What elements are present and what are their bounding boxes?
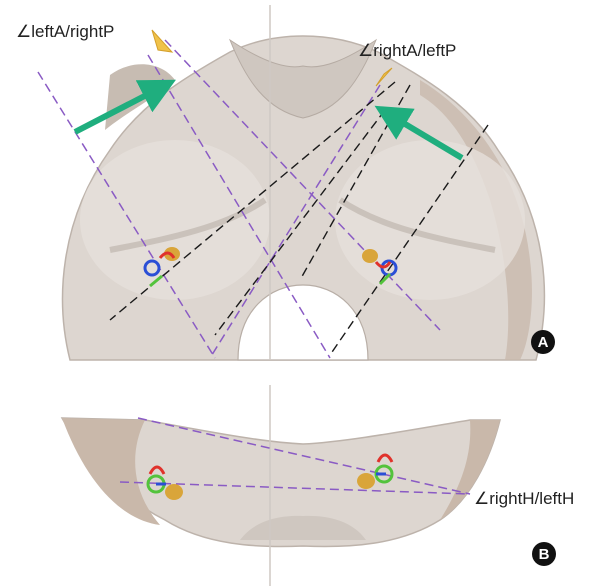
- label-right-angle: ∠rightA/leftP: [358, 41, 456, 60]
- pointer-triangle-left: [152, 30, 172, 52]
- panel-b-badge-text: B: [539, 546, 550, 563]
- right-middle-fossa: [335, 140, 525, 300]
- panel-a: ∠leftA/rightP ∠rightA/leftP A: [16, 5, 555, 360]
- panel-a-badge-text: A: [538, 334, 549, 351]
- label-rightH-leftH: ∠rightH/leftH: [474, 489, 574, 508]
- label-left-angle: ∠leftA/rightP: [16, 22, 114, 41]
- panel-b: ∠rightH/leftH B: [62, 385, 574, 586]
- left-middle-fossa: [80, 140, 270, 300]
